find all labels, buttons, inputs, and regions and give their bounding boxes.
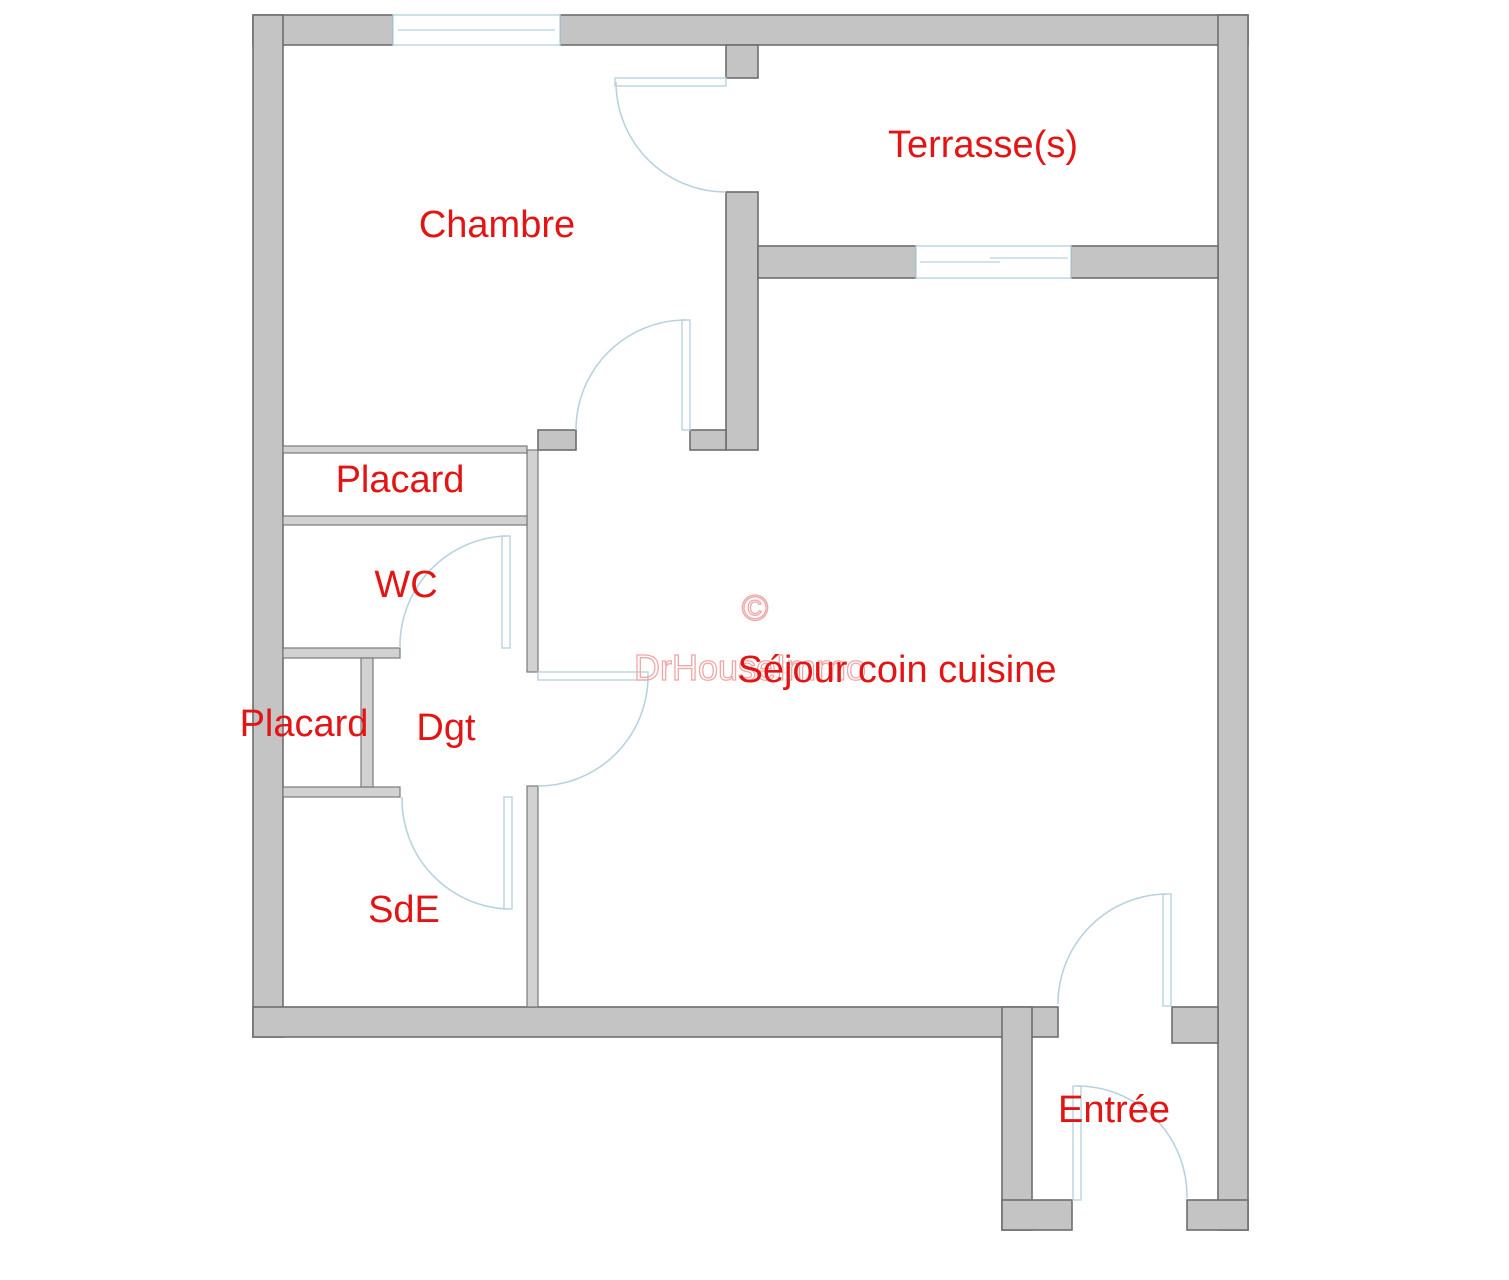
- doors: [399, 77, 1188, 1201]
- copyright-icon: ©: [742, 587, 769, 628]
- label-entree: Entrée: [1058, 1089, 1170, 1131]
- watermark: © DrHouseImmo: [633, 586, 866, 688]
- watermark-text: DrHouseImmo: [634, 647, 866, 688]
- windows: [392, 14, 1072, 279]
- exterior-walls: [252, 14, 1249, 1231]
- label-placard-top: Placard: [336, 459, 465, 501]
- label-wc: WC: [374, 564, 437, 606]
- room-labels: Terrasse(s) Chambre Placard WC Séjour co…: [240, 124, 1170, 1131]
- label-terrasse: Terrasse(s): [888, 124, 1078, 166]
- label-dgt: Dgt: [416, 707, 476, 749]
- label-sde: SdE: [368, 889, 440, 931]
- label-placard-left: Placard: [240, 703, 369, 745]
- label-chambre: Chambre: [419, 204, 575, 246]
- label-sejour: Séjour coin cuisine: [738, 649, 1057, 691]
- interior-walls: [282, 44, 1219, 1008]
